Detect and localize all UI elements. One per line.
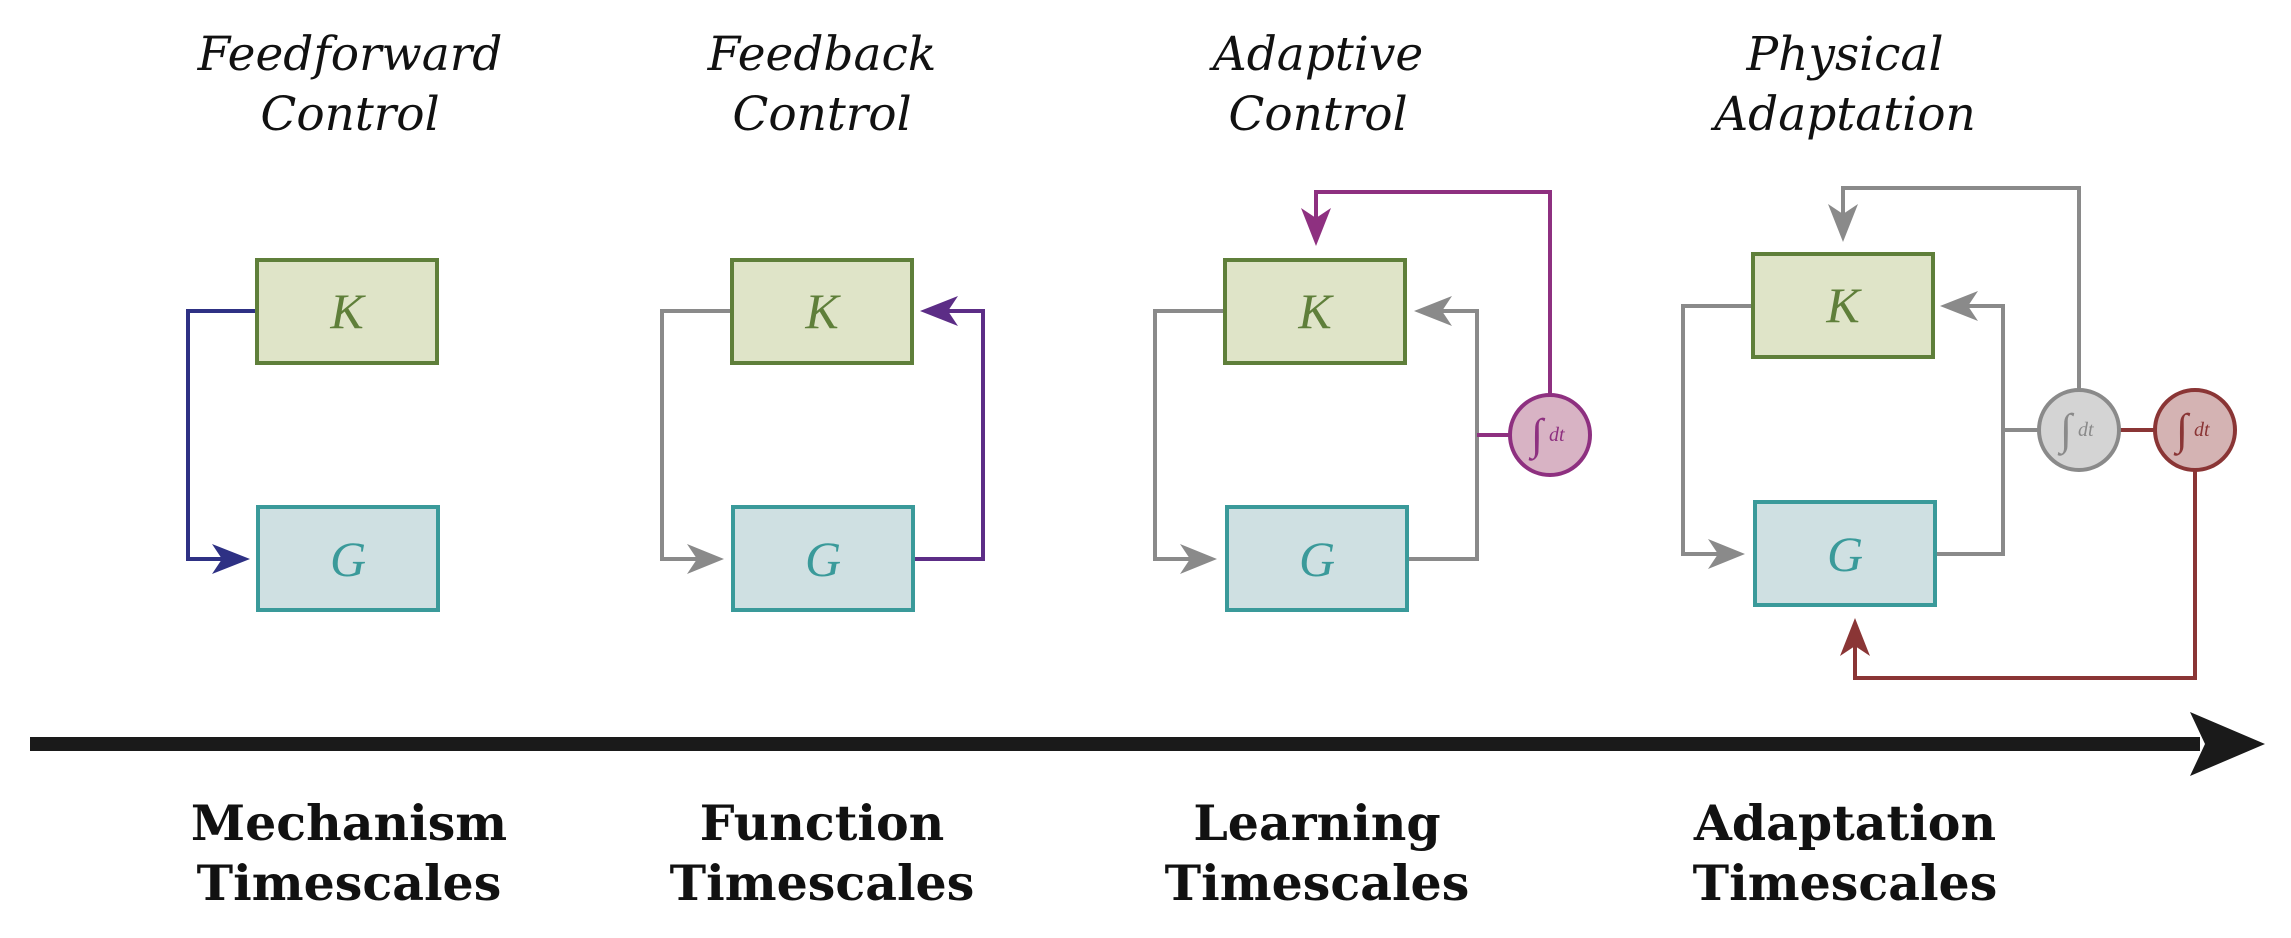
controller-label: K [804, 283, 841, 339]
feedforward-arrow-line [1153, 309, 1225, 561]
feedforward-arrow-line [1681, 304, 1753, 556]
integral-dt: dt [1549, 424, 1565, 446]
feedforward-arrow-head [212, 544, 250, 574]
feedback-arrow-line [1407, 309, 1479, 561]
panel-title-line2: Control [732, 87, 911, 142]
feedback-arrow-line [913, 309, 985, 561]
adaptation-arrow-line [1314, 190, 1552, 395]
timescale-label-line1: Adaptation [1693, 794, 1996, 852]
plant-block-g [1225, 505, 1409, 612]
feedforward-arrow-head [1180, 544, 1217, 574]
timescale-label-line1: Learning [1193, 794, 1440, 852]
panel-title-line1: Feedforward [197, 27, 503, 82]
integrator-circle [1508, 393, 1592, 477]
feedback-arrow-head [1414, 296, 1452, 326]
integral-sign: ∫ [2057, 405, 2075, 456]
controller-block-k [730, 258, 914, 365]
controller-label: K [1825, 277, 1862, 333]
panel-adaptive: Adaptive Control ∫ dt K G [1153, 27, 1592, 612]
timescale-label-line1: Function [700, 794, 945, 852]
panel-physical-adaptation: Physical Adaptation ∫ dt ∫ dt K G [1681, 27, 2237, 680]
adaptation-arrow-head [1301, 208, 1331, 246]
panel-title-line1: Adaptive [1209, 27, 1423, 82]
panel-title-line1: Feedback [707, 27, 937, 82]
controller-label: K [329, 283, 366, 339]
feedback-arrow-head [1940, 291, 1978, 321]
timescale-label-line2: Timescales [1165, 854, 1470, 912]
timescale-axis [30, 712, 2265, 776]
controller-block-k [1223, 258, 1407, 365]
integral-sign: ∫ [2173, 405, 2191, 456]
panel-title-line2: Control [1228, 87, 1407, 142]
plant-label: G [330, 531, 366, 587]
timescale-label-line2: Timescales [197, 854, 502, 912]
integral-sign: ∫ [1528, 410, 1546, 461]
feedforward-arrow-line [186, 309, 257, 561]
timescale-label-line2: Timescales [1693, 854, 1998, 912]
physical-adaptation-arrow-head [1840, 618, 1870, 656]
integral-dt: dt [2194, 419, 2210, 441]
plant-block-g [1753, 500, 1937, 607]
controller-block-k [255, 258, 439, 365]
integral-dt: dt [2078, 419, 2094, 441]
feedforward-arrow-line [660, 309, 732, 561]
adaptation-arrow-head [1828, 204, 1858, 242]
timescale-labels: Mechanism Timescales Function Timescales… [191, 794, 1997, 912]
panel-title-line2: Control [260, 87, 439, 142]
timescale-label-line1: Mechanism [191, 794, 507, 852]
panel-title-line2: Adaptation [1710, 87, 1976, 142]
feedback-arrow-line [1935, 304, 2005, 556]
integrator-circle-red [2153, 388, 2237, 472]
plant-label: G [1827, 526, 1863, 582]
axis-arrow-head [2190, 712, 2265, 776]
panel-feedforward: Feedforward Control K G [186, 27, 503, 612]
panel-feedback: Feedback Control K G [660, 27, 985, 612]
feedforward-arrow-head [687, 544, 724, 574]
feedback-arrow-head [920, 296, 958, 326]
panel-title-line1: Physical [1746, 27, 1944, 82]
controller-block-k [1751, 252, 1935, 359]
controller-label: K [1297, 283, 1334, 339]
physical-adaptation-arrow-line [1853, 470, 2197, 680]
integrator-circle-grey [2037, 388, 2121, 472]
plant-block-g [256, 505, 440, 612]
adaptation-arrow-line [1841, 186, 2081, 390]
plant-block-g [731, 505, 915, 612]
plant-label: G [805, 531, 841, 587]
plant-label: G [1299, 531, 1335, 587]
feedforward-arrow-head [1708, 539, 1745, 569]
timescale-label-line2: Timescales [670, 854, 975, 912]
